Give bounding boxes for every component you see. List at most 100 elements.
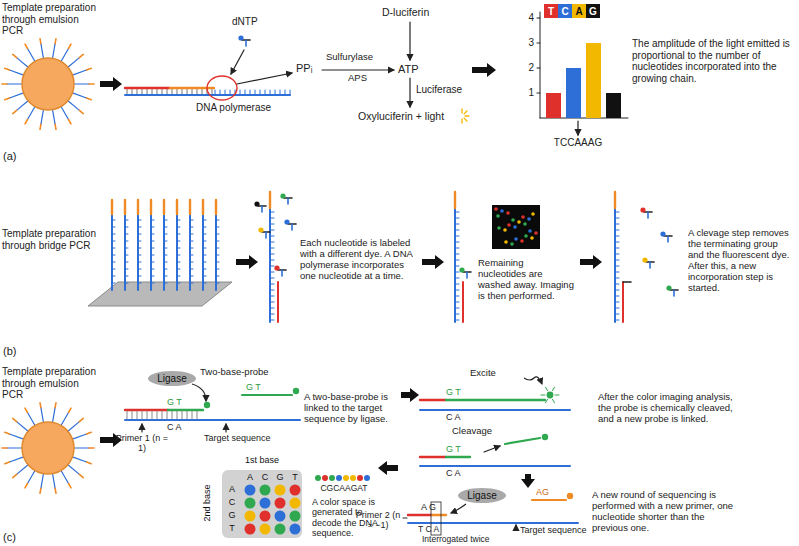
base-tick [270,248,274,249]
adapter-strand [269,192,271,208]
template-strand [41,408,44,423]
adapter-strand [189,200,191,214]
curved-arrow [451,504,466,513]
nucleotide-symbol [281,270,283,276]
reaction-arrow [322,69,394,70]
dye-dot [666,285,671,290]
adapter-strand [87,68,92,70]
base-pair [167,411,168,419]
cluster-spot [514,237,518,241]
base-tick [216,248,219,249]
dye-dot [459,267,464,272]
reaction-arrow [409,78,410,107]
step-note: A new round of sequencing is performed w… [592,490,742,534]
emulsion-bead [22,422,74,474]
base-pair [182,89,183,94]
base-tick [125,220,128,221]
signal-bar [586,43,601,118]
base-tick [270,224,274,225]
reaction-arrow [409,22,410,60]
base-tick [138,220,141,221]
base-pair [187,89,188,94]
emission-ray [541,395,545,396]
base-tick [138,283,141,284]
base-tick [203,220,206,221]
adapter-strand [39,124,41,129]
base-tick [112,255,115,256]
base-tick [164,269,167,270]
adapter-strand [111,200,113,214]
base-tile: T [544,4,558,18]
base-tick [270,218,274,219]
step-arrow [521,474,535,488]
base-tick [615,230,619,231]
template-strand [72,457,86,462]
step-arrow [236,255,258,269]
base-tick [245,90,246,95]
adapter-strand [25,484,28,488]
cluster-spot [511,218,515,222]
template-strand [72,93,86,98]
matrix-label: G [227,510,237,520]
step-arrow [422,255,444,269]
base-tick [455,242,459,243]
base-tick [255,90,256,95]
curved-arrow [192,384,206,401]
fluorescence-image [492,205,540,249]
probe-label: Two-base-probe [200,367,269,378]
base-tick [190,234,193,235]
base-tick [216,269,219,270]
template-strand [61,48,69,61]
base-pair [157,411,158,419]
enzyme-label: Luciferase [416,84,462,96]
base-tick [615,248,619,249]
dye-dot [254,201,259,206]
nucleotide-symbol [245,40,247,46]
adapter-strand [124,200,126,214]
adapter-strand [176,200,178,214]
signal-bar [566,68,581,118]
base-tick [275,90,276,95]
base-tick [151,255,154,256]
panel-letter: (c) [3,531,16,544]
reagent-label: APS [348,73,367,84]
base-pair [187,411,188,419]
base-pair [147,89,148,94]
template-strand [28,107,36,120]
cluster-spot [507,223,511,227]
base-tick [225,90,226,95]
base-tick [203,262,206,263]
base-tick [190,262,193,263]
base-tick [177,234,180,235]
probe-strand [168,409,203,411]
color-dot [260,511,271,522]
template-strand [420,465,570,467]
base-label: G T [246,382,261,392]
adapter-strand [69,44,72,48]
base-tick [455,254,459,255]
base-tick [151,262,154,263]
base-tick [215,90,216,95]
adapter-strand [54,39,56,44]
probe-strand [532,499,566,501]
base-tick [615,302,619,303]
base-tick [615,224,619,225]
template-strand [72,434,86,439]
base-tick [190,255,193,256]
base-tick [177,248,180,249]
adapter-strand [454,192,456,208]
enzyme-label: DNA polymerase [196,102,271,114]
base-tick [190,227,193,228]
base-label: T C A [418,525,439,535]
enzyme-label: Sulfurylase [326,52,373,63]
step-arrow [100,77,122,91]
nucleotide-symbol [673,290,675,296]
dye-dot [258,227,263,232]
base-tick [203,234,206,235]
step-arrow [378,461,398,475]
probe-strand [242,394,292,396]
base-tick [230,90,231,95]
base-tick [138,248,141,249]
base-tick [151,234,154,235]
reaction-arrow [484,446,500,452]
